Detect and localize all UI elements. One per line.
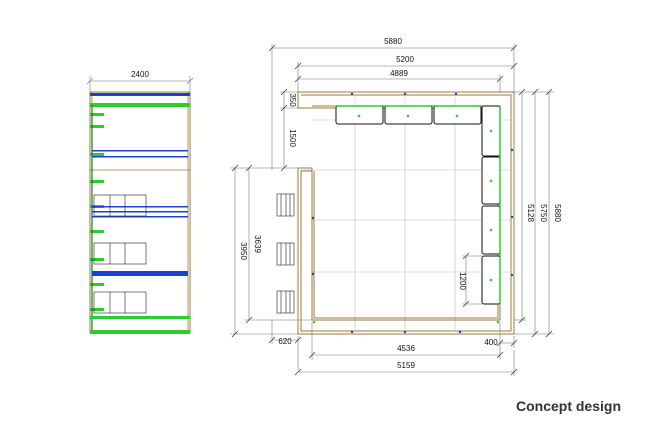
plan-dimension-ticks bbox=[231, 44, 553, 376]
plan-top-cabinets bbox=[335, 105, 482, 125]
dim-top-inner: 4889 bbox=[390, 69, 408, 78]
side-chairs bbox=[93, 194, 147, 314]
dim-left-outer: 3950 bbox=[239, 242, 248, 260]
dim-inner-1200: 1200 bbox=[458, 272, 467, 290]
dim-top-overall: 5880 bbox=[384, 37, 402, 46]
dim-bottom-5159: 5159 bbox=[397, 361, 415, 370]
dim-top-outer: 5200 bbox=[396, 55, 414, 64]
plan-wall-markers bbox=[311, 92, 514, 334]
dim-right-mid: 5750 bbox=[539, 204, 548, 222]
plan-grid bbox=[300, 97, 510, 330]
plan-dimension-labels: 5880 5200 4889 5128 5750 5880 3950 3639 … bbox=[239, 37, 562, 370]
plan-view: 5880 5200 4889 5128 5750 5880 3950 3639 … bbox=[230, 37, 562, 376]
dim-bottom-620: 620 bbox=[278, 337, 292, 346]
caption: Concept design bbox=[515, 398, 621, 414]
plan-chairs bbox=[276, 193, 295, 314]
plan-right-cabinets bbox=[481, 105, 501, 305]
dim-upper-left-350: 350 bbox=[288, 93, 297, 107]
side-top-blue bbox=[90, 93, 190, 96]
dim-right-outer: 5880 bbox=[553, 204, 562, 222]
plan-dimension-lines bbox=[230, 44, 554, 376]
dim-bottom-4536: 4536 bbox=[397, 344, 415, 353]
side-width-label: 2400 bbox=[131, 70, 149, 79]
side-top-green bbox=[90, 103, 190, 107]
dim-bottom-400: 400 bbox=[484, 338, 498, 347]
dim-right-inner: 5128 bbox=[526, 204, 535, 222]
side-width-dimension bbox=[86, 76, 194, 92]
dim-upper-left-1500: 1500 bbox=[288, 129, 297, 147]
side-shelves bbox=[92, 150, 188, 276]
side-elevation: 2400 bbox=[86, 70, 194, 334]
side-base bbox=[90, 330, 190, 334]
side-base-top bbox=[90, 316, 190, 319]
dim-left-inner: 3639 bbox=[253, 235, 262, 253]
